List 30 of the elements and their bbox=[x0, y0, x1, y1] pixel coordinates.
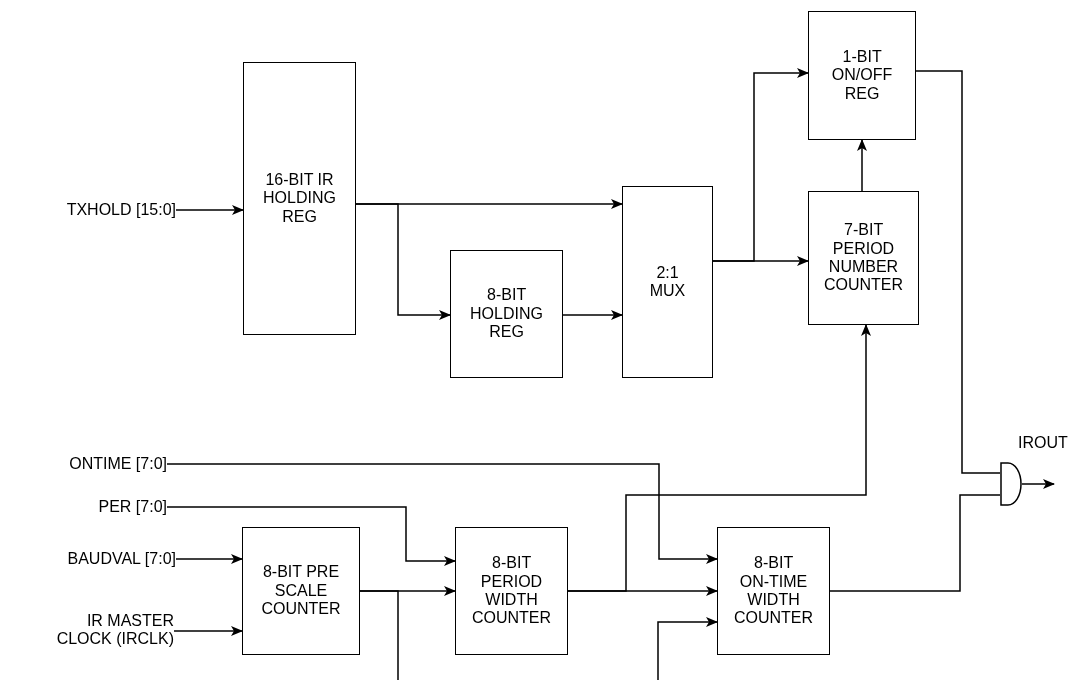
block-box: 16-BIT IR HOLDING REG bbox=[243, 62, 356, 335]
arrow bbox=[562, 310, 623, 320]
signal-label: BAUDVAL [7:0] bbox=[20, 547, 176, 571]
arrow bbox=[166, 506, 456, 566]
signal-label: IR MASTER CLOCK (IRCLK) bbox=[40, 605, 174, 655]
and-gate bbox=[1000, 462, 1022, 506]
block-box: 8-BIT HOLDING REG bbox=[450, 250, 563, 378]
block-box: 8-BIT PRE SCALE COUNTER bbox=[242, 527, 360, 655]
block-box: 8-BIT PERIOD WIDTH COUNTER bbox=[455, 527, 568, 655]
arrow bbox=[1021, 479, 1055, 489]
signal-label: ONTIME [7:0] bbox=[20, 452, 167, 476]
signal-label: PER [7:0] bbox=[20, 495, 167, 519]
block-box: 8-BIT ON-TIME WIDTH COUNTER bbox=[717, 527, 830, 655]
arrow bbox=[175, 205, 244, 215]
block-box: 7-BIT PERIOD NUMBER COUNTER bbox=[808, 191, 919, 325]
connector-line bbox=[829, 494, 1001, 592]
connector-line bbox=[915, 70, 1001, 474]
arrow bbox=[567, 324, 871, 592]
block-box: 1-BIT ON/OFF REG bbox=[808, 11, 916, 140]
arrow bbox=[857, 139, 867, 192]
arrow bbox=[657, 617, 718, 680]
block-box: 2:1 MUX bbox=[622, 186, 713, 378]
signal-label: TXHOLD [15:0] bbox=[20, 198, 176, 222]
arrow bbox=[175, 554, 243, 564]
arrow bbox=[166, 463, 718, 564]
arrow bbox=[355, 203, 451, 320]
arrow bbox=[712, 68, 809, 262]
connector-line bbox=[359, 590, 399, 680]
output-signal-label: IROUT bbox=[1018, 434, 1068, 453]
arrow bbox=[173, 626, 243, 636]
